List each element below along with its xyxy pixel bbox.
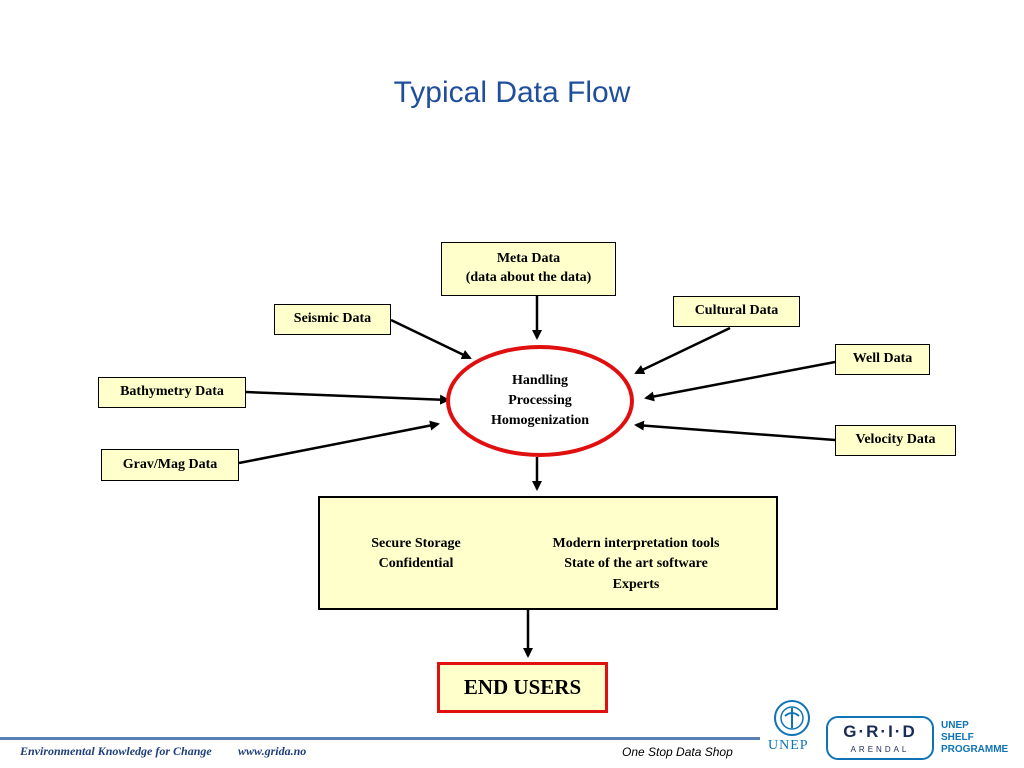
grid-logo-subtitle: ARENDAL: [850, 745, 910, 754]
arrow-well-to-center: [644, 360, 836, 402]
center-line-2: Processing: [508, 392, 572, 408]
storage-right-column: Modern interpretation tools State of the…: [520, 534, 752, 595]
storage-right-line-1: Modern interpretation tools: [552, 536, 720, 551]
storage-left-column: Secure Storage Confidential: [350, 534, 482, 575]
cultural-data-box: Cultural Data: [673, 296, 800, 327]
gravmag-data-box: Grav/Mag Data: [101, 449, 239, 481]
storage-left-line-2: Confidential: [378, 556, 454, 572]
storage-right-line-3: Experts: [612, 576, 660, 592]
unep-logo-text: UNEP: [768, 738, 809, 753]
bathymetry-data-label: Bathymetry Data: [120, 384, 224, 400]
shelf-line-3: PROGRAMME: [941, 744, 1009, 755]
center-line-1: Handling: [511, 372, 569, 388]
shelf-programme-logo: UNEP SHELF PROGRAMME: [941, 720, 1021, 756]
center-line-3: Homogenization: [491, 413, 589, 429]
velocity-data-label: Velocity Data: [855, 432, 936, 448]
arrow-seismic-to-center: [390, 318, 472, 360]
arrow-velocity-to-center: [634, 420, 836, 442]
meta-data-label: Meta Data: [496, 251, 561, 267]
arrow-bathymetry-to-center: [245, 390, 450, 405]
processing-oval: Handling Processing Homogenization: [446, 345, 634, 457]
well-data-label: Well Data: [852, 351, 913, 367]
grid-arendal-logo: G·R·I·D ARENDAL: [826, 716, 934, 760]
footer-right-text: One Stop Data Shop: [622, 745, 733, 759]
velocity-data-box: Velocity Data: [835, 425, 956, 456]
arrow-cultural-to-center: [634, 326, 731, 375]
arrow-gravmag-to-center: [238, 420, 440, 465]
end-users-box: END USERS: [437, 662, 608, 713]
footer-divider: [0, 737, 760, 740]
well-data-box: Well Data: [835, 344, 930, 375]
footer-url-link[interactable]: www.grida.no: [238, 744, 307, 758]
seismic-data-box: Seismic Data: [274, 304, 391, 335]
end-users-label: END USERS: [463, 675, 582, 699]
meta-data-box: Meta Data (data about the data): [441, 242, 616, 296]
meta-data-sublabel: (data about the data): [465, 270, 592, 285]
gravmag-data-label: Grav/Mag Data: [122, 456, 218, 472]
bathymetry-data-box: Bathymetry Data: [98, 377, 246, 408]
page-title: Typical Data Flow: [393, 76, 631, 109]
seismic-data-label: Seismic Data: [293, 311, 372, 327]
footer-tagline: Environmental Knowledge for Change: [20, 744, 212, 758]
shelf-line-2: SHELF: [941, 732, 974, 743]
storage-left-line-1: Secure Storage: [371, 536, 461, 551]
cultural-data-label: Cultural Data: [694, 303, 779, 319]
storage-box: Secure Storage Confidential Modern inter…: [318, 496, 778, 610]
shelf-line-1: UNEP: [941, 720, 969, 731]
unep-emblem-icon: [774, 700, 810, 736]
storage-right-line-2: State of the art software: [564, 556, 708, 572]
grid-logo-word: G·R·I·D: [843, 722, 917, 741]
